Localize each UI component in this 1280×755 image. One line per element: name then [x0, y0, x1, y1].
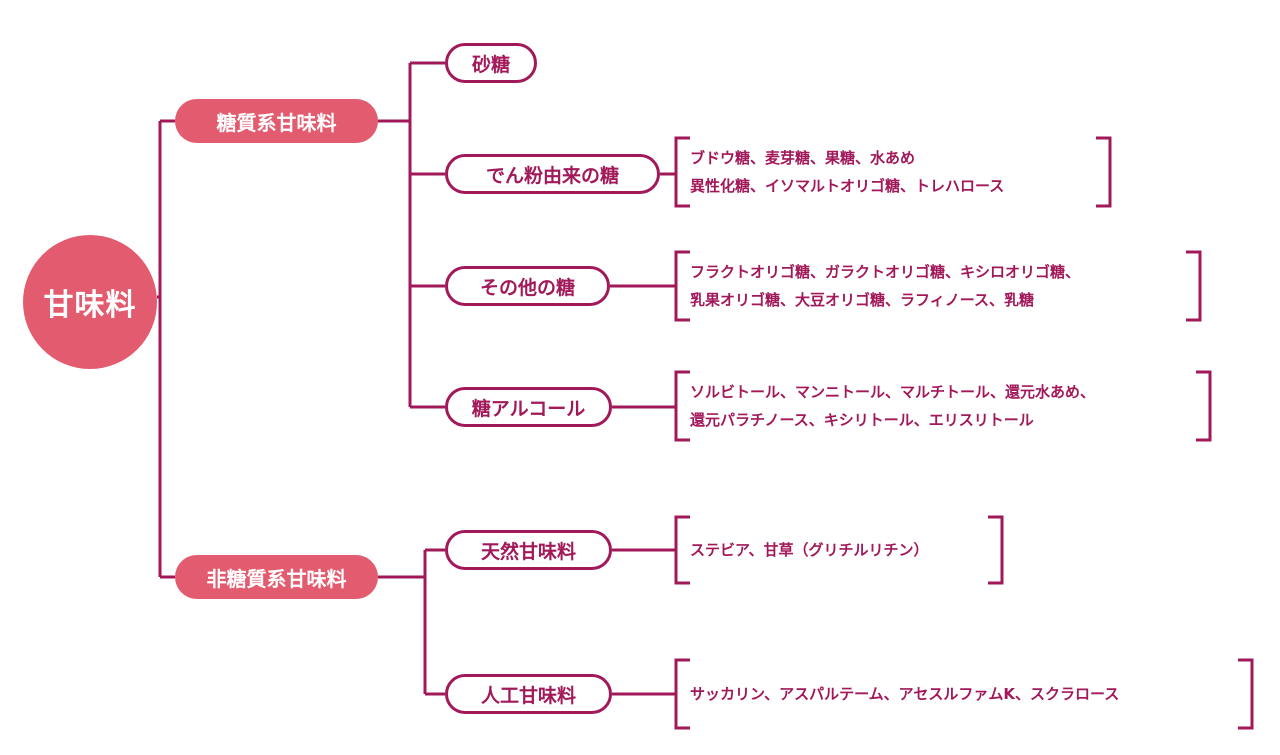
- sub-node-jinkou: 人工甘味料: [445, 674, 612, 714]
- bracket-right-denpun: [1096, 136, 1112, 208]
- items-line: 還元パラチノース、キシリトール、エリスリトール: [690, 411, 1034, 429]
- bracket-left-alcohol: [674, 370, 690, 442]
- sub-node-tennen: 天然甘味料: [445, 530, 612, 570]
- bracket-left-sonota: [674, 250, 690, 322]
- items-line: 乳果オリゴ糖、大豆オリゴ糖、ラフィノース、乳糖: [690, 291, 1034, 309]
- category-node-sugar: 糖質系甘味料: [175, 99, 378, 143]
- sub-node-sonota: その他の糖: [445, 266, 610, 306]
- items-list-sonota: フラクトオリゴ糖、ガラクトオリゴ糖、キシロオリゴ糖、 乳果オリゴ糖、大豆オリゴ糖…: [690, 258, 1080, 314]
- items-line: サッカリン、アスパルテーム、アセスルファムK、スクラロース: [690, 685, 1120, 703]
- items-list-denpun: ブドウ糖、麦芽糖、果糖、水あめ 異性化糖、イソマルトオリゴ糖、トレハロース: [690, 144, 1004, 200]
- items-line: ブドウ糖、麦芽糖、果糖、水あめ: [690, 149, 916, 167]
- items-line: ソルビトール、マンニトール、マルチトール、還元水あめ、: [690, 383, 1096, 401]
- sub-node-satou: 砂糖: [445, 43, 537, 83]
- items-line: ステビア、甘草（グリチルリチン）: [690, 541, 929, 559]
- bracket-left-jinkou: [674, 658, 690, 730]
- items-line: 異性化糖、イソマルトオリゴ糖、トレハロース: [690, 177, 1005, 195]
- root-node: 甘味料: [23, 235, 157, 369]
- items-line: フラクトオリゴ糖、ガラクトオリゴ糖、キシロオリゴ糖、: [690, 263, 1081, 281]
- bracket-right-alcohol: [1196, 370, 1212, 442]
- category-node-nonsugar: 非糖質系甘味料: [175, 555, 378, 599]
- bracket-right-sonota: [1186, 250, 1202, 322]
- sub-node-alcohol: 糖アルコール: [445, 387, 612, 427]
- bracket-left-tennen: [674, 515, 690, 585]
- sub-node-denpun: でん粉由来の糖: [445, 154, 660, 194]
- bracket-right-jinkou: [1238, 658, 1254, 730]
- items-list-jinkou: サッカリン、アスパルテーム、アセスルファムK、スクラロース: [690, 680, 1119, 708]
- bracket-left-denpun: [674, 136, 690, 208]
- items-list-tennen: ステビア、甘草（グリチルリチン）: [690, 536, 929, 564]
- items-list-alcohol: ソルビトール、マンニトール、マルチトール、還元水あめ、 還元パラチノース、キシリ…: [690, 378, 1095, 434]
- bracket-right-tennen: [988, 515, 1004, 585]
